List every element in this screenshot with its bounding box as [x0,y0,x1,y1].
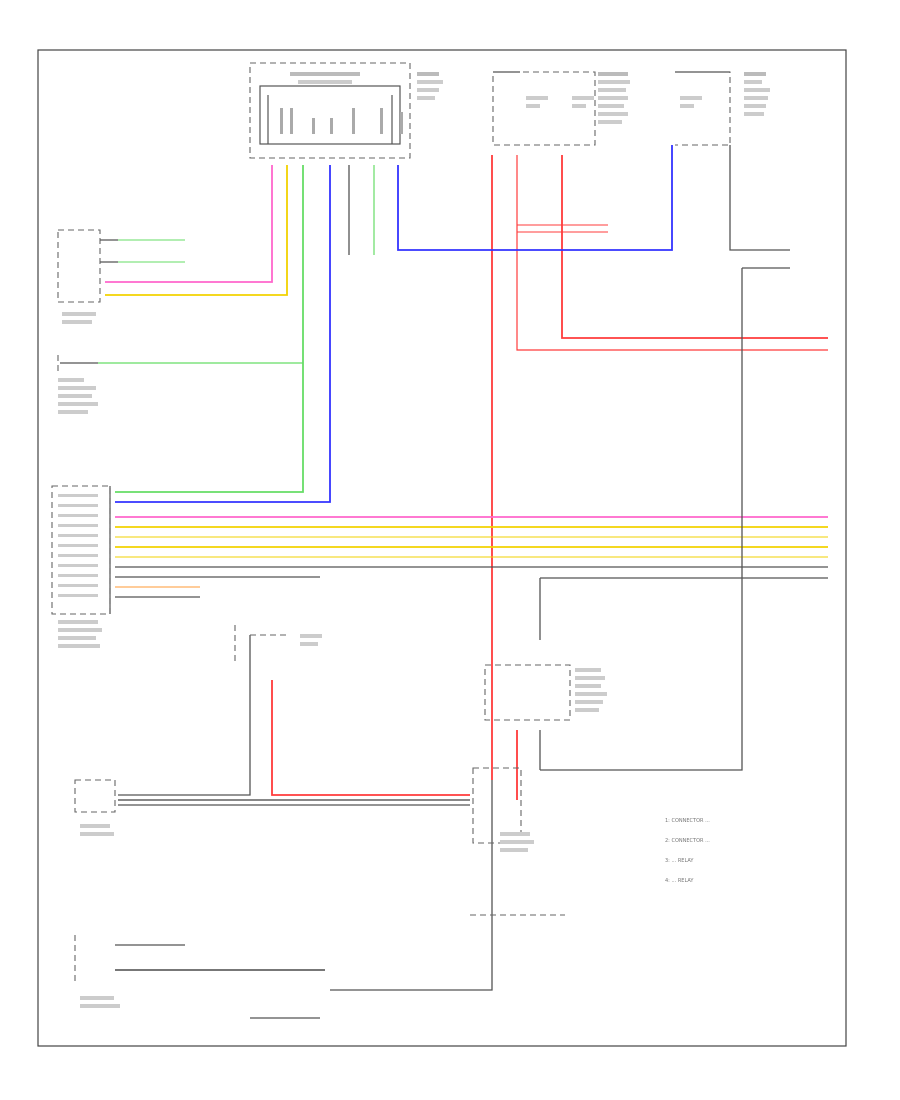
wire-red-right [561,155,828,339]
wire-blue-top [115,165,331,503]
left-control-module [51,485,111,648]
legend-item-4: 4: ... RELAY [665,878,694,884]
relay-box-left [492,71,630,146]
bottom-left-component [74,935,120,1008]
left-switch-component [57,229,118,324]
lower-center-component [470,767,565,916]
legend: 1: CONNECTOR ... 2: CONNECTOR ... 3: ...… [665,818,710,884]
top-center-component [249,62,443,159]
small-relay-component [234,625,322,665]
lower-left-component [74,779,116,836]
relay-box-right [675,71,770,146]
legend-item-2: 2: CONNECTOR ... [665,838,710,844]
legend-item-3: 3: ... RELAY [665,858,694,864]
left-sensor-label [57,355,98,414]
wire-pink-top [105,165,273,283]
wire-red-bottom [271,680,470,796]
black-wires [115,145,828,1019]
colored-wires [98,145,828,800]
wire-yellow-top [105,165,288,296]
wire-red-branch [516,155,828,351]
wire-blue-right [397,145,673,251]
diagram-frame [37,49,847,1047]
legend-item-1: 1: CONNECTOR ... [665,818,710,824]
wire-green-top [115,165,304,493]
relay-module-bottom [484,664,607,721]
